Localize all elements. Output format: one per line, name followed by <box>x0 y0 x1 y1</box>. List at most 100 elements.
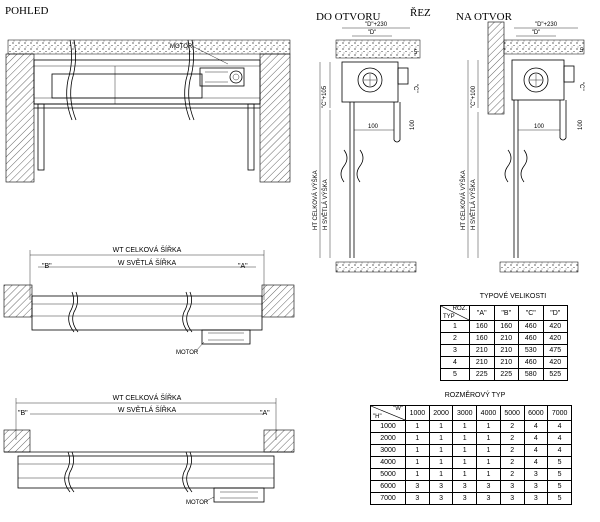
size-cell: 3 <box>499 492 525 505</box>
size-cell: 1 <box>405 432 430 445</box>
size-cell: 1 <box>428 432 454 445</box>
dim-b-label-2: "B" <box>18 410 28 417</box>
w-width-label-2: W SVĚTLÁ ŠÍŘKA <box>118 405 177 414</box>
size-cell: 7000 <box>370 492 406 505</box>
size-cell: 4 <box>547 444 572 457</box>
ht-height-label-1: HT CELKOVÁ VÝŠKA <box>312 170 319 230</box>
size-cell: 5 <box>547 468 572 481</box>
na-otvor-label: NA OTVOR <box>456 11 513 23</box>
type-cell: 420 <box>542 320 568 333</box>
section-onto-opening: NA OTVOR "D"+230 "D" 5 "C" "C"+100 HT CE… <box>456 11 585 273</box>
size-table-corner: "W" "H" <box>370 405 406 421</box>
size-cell: 2 <box>499 456 525 469</box>
dim-100-vert-1: 100 <box>410 119 416 130</box>
dim-5-label-2: 5 <box>580 48 584 54</box>
size-cell: 1 <box>452 456 478 469</box>
size-cell: 3 <box>476 480 501 493</box>
rez-label: ŘEZ <box>410 7 431 19</box>
size-cell: 1 <box>476 456 501 469</box>
size-cell: 1 <box>428 456 454 469</box>
wt-width-label-1: WT CELKOVÁ ŠÍŘKA <box>113 245 182 254</box>
size-cell: 3 <box>523 468 549 481</box>
table-row: 2000 1 1 1 1 2 4 4 <box>370 432 572 445</box>
size-cell: 3 <box>428 492 454 505</box>
table-row: 2 160 210 460 420 <box>440 332 568 345</box>
type-corner-diagonal <box>441 306 469 320</box>
size-cell: 5000 <box>370 468 406 481</box>
type-cell: 1 <box>440 320 470 333</box>
size-cell: 2 <box>499 444 525 457</box>
section-ceiling-2 <box>503 39 585 55</box>
plan-view-onto-opening: WT CELKOVÁ ŠÍŘKA W SVĚTLÁ ŠÍŘKA "B" "A" … <box>3 393 295 506</box>
size-cell: 3000 <box>370 444 406 457</box>
dim-b-label-1: "B" <box>42 263 52 270</box>
size-cell: 2 <box>499 420 525 433</box>
type-cell: 210 <box>469 344 495 357</box>
w-width-label-1: W SVĚTLÁ ŠÍŘKA <box>118 258 177 267</box>
size-cell: 1 <box>476 444 501 457</box>
roller-circle-1 <box>357 67 383 93</box>
type-cell: 3 <box>440 344 470 357</box>
size-cell: 4 <box>523 420 549 433</box>
dim-5-label-1: 5 <box>414 50 418 56</box>
size-corner-diagonal <box>371 406 405 420</box>
size-col: 2000 <box>428 405 454 421</box>
type-cell: 460 <box>518 332 544 345</box>
type-col-a: "A" <box>469 305 495 321</box>
size-cell: 5 <box>547 456 572 469</box>
type-cell: 580 <box>518 368 544 381</box>
ht-height-label-2: HT CELKOVÁ VÝŠKA <box>460 170 467 230</box>
type-cell: 210 <box>469 356 495 369</box>
size-cell: 1000 <box>370 420 406 433</box>
table-row: 5000 1 1 1 1 2 3 5 <box>370 468 572 481</box>
size-cell: 3 <box>405 480 430 493</box>
section-floor-2 <box>499 261 579 273</box>
type-table-title: TYPOVÉ VELIKOSTI <box>479 293 547 300</box>
type-cell: 210 <box>493 344 519 357</box>
dim-c-label-1: "C" <box>412 84 418 93</box>
table-row: 1 160 160 460 420 <box>440 320 568 333</box>
left-guide-rail <box>37 103 45 171</box>
plan-left-wall-2 <box>3 429 31 453</box>
dim-a-label-1: "A" <box>238 263 248 270</box>
section-into-opening: DO OTVORU ŘEZ "D"+230 "D" 5 "C" "C"+105 … <box>312 7 431 273</box>
section-floor-1 <box>335 261 417 273</box>
table-row: 5 225 225 580 525 <box>440 368 568 381</box>
type-cell: 460 <box>518 320 544 333</box>
type-cell: 225 <box>493 368 519 381</box>
h-height-label-1: H SVĚTLÁ VÝŠKA <box>321 179 329 230</box>
size-cell: 1 <box>405 468 430 481</box>
size-col: 5000 <box>499 405 525 421</box>
size-cell: 1 <box>476 432 501 445</box>
right-wall <box>259 53 291 183</box>
size-cell: 4 <box>523 456 549 469</box>
right-guide-rail <box>247 103 255 171</box>
type-cell: 530 <box>518 344 544 357</box>
size-cell: 1 <box>405 420 430 433</box>
dim-d230-label-2: "D"+230 <box>535 22 558 28</box>
table-row: 7000 3 3 3 3 3 3 5 <box>370 492 572 505</box>
plan-right-wall-1 <box>261 284 295 318</box>
size-cell: 2 <box>499 468 525 481</box>
size-cell: 1 <box>476 468 501 481</box>
plan-motor-1 <box>201 329 251 345</box>
type-cell: 4 <box>440 356 470 369</box>
dim-100-vert-2: 100 <box>578 119 584 130</box>
table-row: 3 210 210 530 475 <box>440 344 568 357</box>
size-cell: 4 <box>547 432 572 445</box>
type-cell: 210 <box>493 332 519 345</box>
type-corner-top: ROZ. <box>452 306 467 312</box>
dim-c-label-2: "C" <box>578 82 584 91</box>
type-cell: 5 <box>440 368 470 381</box>
size-table-title: ROZMĚROVÝ TYP <box>444 392 506 399</box>
size-table-header: "W" "H" 1000 2000 3000 4000 5000 6000 70… <box>370 405 572 421</box>
size-cell: 5 <box>547 492 572 505</box>
motor-label-top: MOTOR <box>170 44 193 50</box>
roller-drum <box>51 73 203 99</box>
size-cell: 6000 <box>370 480 406 493</box>
size-cell: 3 <box>452 480 478 493</box>
type-cell: 420 <box>542 356 568 369</box>
size-cell: 1 <box>405 456 430 469</box>
table-row: 6000 3 3 3 3 3 3 5 <box>370 480 572 493</box>
dim-100-label-2: 100 <box>534 124 545 130</box>
